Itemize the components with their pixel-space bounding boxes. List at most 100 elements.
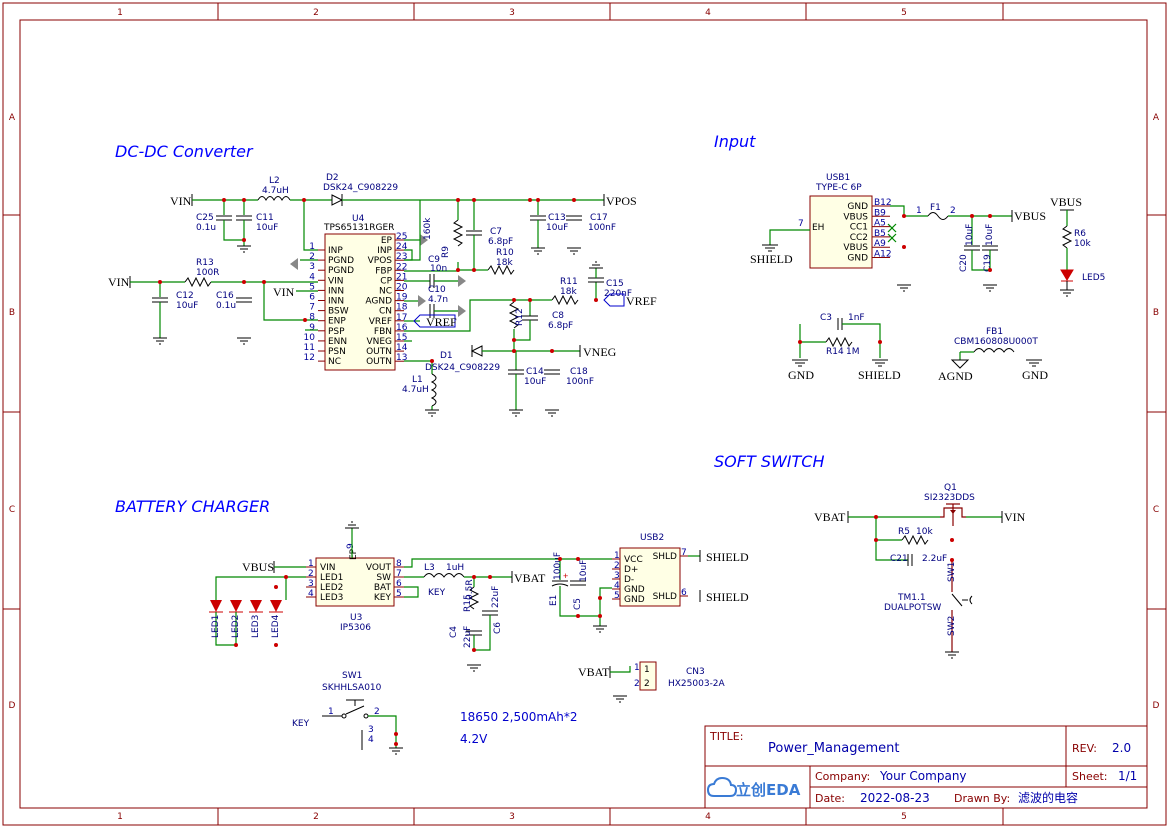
- usb1-pin-num: A5: [874, 219, 886, 229]
- usb1-connector[interactable]: [809, 195, 873, 269]
- resistor-r13[interactable]: [184, 276, 212, 288]
- cn3-p1: 1: [634, 663, 640, 673]
- c5-val: 10uF: [579, 560, 589, 582]
- c16-ref: C16: [216, 291, 234, 301]
- r12-ref: R12: [515, 308, 525, 326]
- usb2-connector[interactable]: [619, 547, 681, 607]
- mosfet-q1[interactable]: [940, 503, 966, 526]
- usb2-pin-num: 2: [614, 561, 620, 571]
- l1-ref: L1: [412, 375, 423, 385]
- usb1-pin-name: GND: [847, 202, 868, 212]
- diode-d1[interactable]: [470, 345, 483, 357]
- usb1-pin-name: GND: [847, 254, 868, 264]
- resistor-r10[interactable]: [487, 264, 515, 276]
- c7-val: 6.8pF: [488, 237, 513, 247]
- u4-ic[interactable]: [324, 233, 396, 371]
- c10-ref: C10: [428, 285, 446, 295]
- col-label: 3: [509, 812, 515, 822]
- resistor-r14[interactable]: [825, 336, 853, 348]
- led3-ref: LED3: [251, 615, 261, 638]
- u4-pin-name: CN: [379, 307, 392, 317]
- u4-pin-name: CP: [380, 276, 392, 286]
- net-vin-inner: VIN: [273, 285, 295, 299]
- c11-val: 10uF: [256, 223, 278, 233]
- u3-ep-name: EP: [349, 548, 359, 560]
- r10-val: 18k: [496, 258, 513, 268]
- u3-pin-name: VIN: [320, 563, 336, 573]
- r10-ref: R10: [496, 248, 514, 258]
- ground-icon: [458, 275, 466, 287]
- net-vbus-input: VBUS: [1014, 209, 1046, 223]
- resistor-r6[interactable]: [1061, 225, 1073, 249]
- u4-pin-name: EP: [381, 236, 393, 246]
- inductor-l3[interactable]: [423, 573, 465, 578]
- row-label: C: [1153, 505, 1159, 515]
- u4-pin-name: PSN: [328, 347, 346, 357]
- u4-pin-num: 3: [309, 262, 315, 272]
- f1-p1: 1: [916, 206, 922, 216]
- usb1-pin-num: A9: [874, 239, 886, 249]
- usb1-pin-name: CC1: [850, 223, 868, 233]
- r11-ref: R11: [560, 277, 578, 287]
- u4-pin-num: 20: [396, 283, 408, 293]
- diode-d2[interactable]: [331, 194, 344, 206]
- resistor-r9[interactable]: [452, 219, 464, 247]
- fuse-f1[interactable]: [927, 212, 949, 220]
- c20-val: 10uF: [965, 224, 975, 246]
- key-label: KEY: [428, 588, 446, 598]
- ferrite-fb1[interactable]: [973, 348, 1015, 353]
- fb1-ref: FB1: [986, 327, 1003, 337]
- resistor-r11[interactable]: [551, 294, 579, 306]
- r15-val: 0.5R: [465, 579, 475, 600]
- led5-icon: [1060, 269, 1074, 281]
- u4-pin-num: 5: [309, 282, 315, 292]
- u3-ic[interactable]: [315, 557, 395, 607]
- c20-ref: C20: [959, 254, 969, 272]
- u3-pin-num: 5: [396, 589, 402, 599]
- q1-val: SI2323DDS: [924, 493, 975, 503]
- resistor-r12[interactable]: [508, 301, 520, 329]
- led5-ref: LED5: [1082, 273, 1105, 283]
- sw1-ref: SW1: [342, 671, 362, 681]
- c16-val: 0.1u: [216, 301, 236, 311]
- r14-ref: R14: [826, 347, 844, 357]
- u4-pin-num: 17: [396, 313, 407, 323]
- c25-val: 0.1u: [196, 223, 216, 233]
- c9-ref: C9: [428, 255, 440, 265]
- led4-ref: LED4: [271, 614, 281, 638]
- usb1-eh-num: 7: [798, 219, 804, 229]
- d2-ref: D2: [326, 173, 339, 183]
- c19-val: 10uF: [985, 224, 995, 246]
- usb2-pin-num: 4: [614, 581, 620, 591]
- c15-ref: C15: [606, 279, 624, 289]
- row-label: B: [1153, 308, 1159, 318]
- u4-pin-num: 2: [309, 252, 315, 262]
- title-value: Power_Management: [768, 741, 899, 756]
- usb1-pin-num: A12: [874, 250, 892, 260]
- c14-val: 10uF: [524, 377, 546, 387]
- cn3-connector[interactable]: [639, 661, 657, 691]
- title-block: TITLE: Power_Management REV: 2.0 Company…: [704, 725, 1148, 809]
- inductor-l2[interactable]: [257, 196, 291, 202]
- col-label: 2: [313, 812, 319, 822]
- resistor-r5[interactable]: [901, 534, 929, 546]
- resistor-r15[interactable]: [468, 586, 480, 610]
- u4-pin-num: 12: [304, 353, 315, 363]
- c25-ref: C25: [196, 213, 214, 223]
- l1-val: 4.7uH: [402, 385, 429, 395]
- date-value: 2022-08-23: [860, 791, 930, 805]
- inductor-l1[interactable]: [430, 373, 437, 407]
- c8-ref: C8: [552, 311, 564, 321]
- u4-pin-num: 8: [309, 313, 315, 323]
- c2-val: 22uF: [491, 586, 501, 608]
- usb2-pin-name: GND: [624, 585, 645, 595]
- c13-ref: C13: [548, 213, 566, 223]
- u4-pin-name: AGND: [365, 297, 392, 307]
- usb2-pin-name: D+: [624, 565, 638, 575]
- u4-pin-name: PGND: [328, 256, 354, 266]
